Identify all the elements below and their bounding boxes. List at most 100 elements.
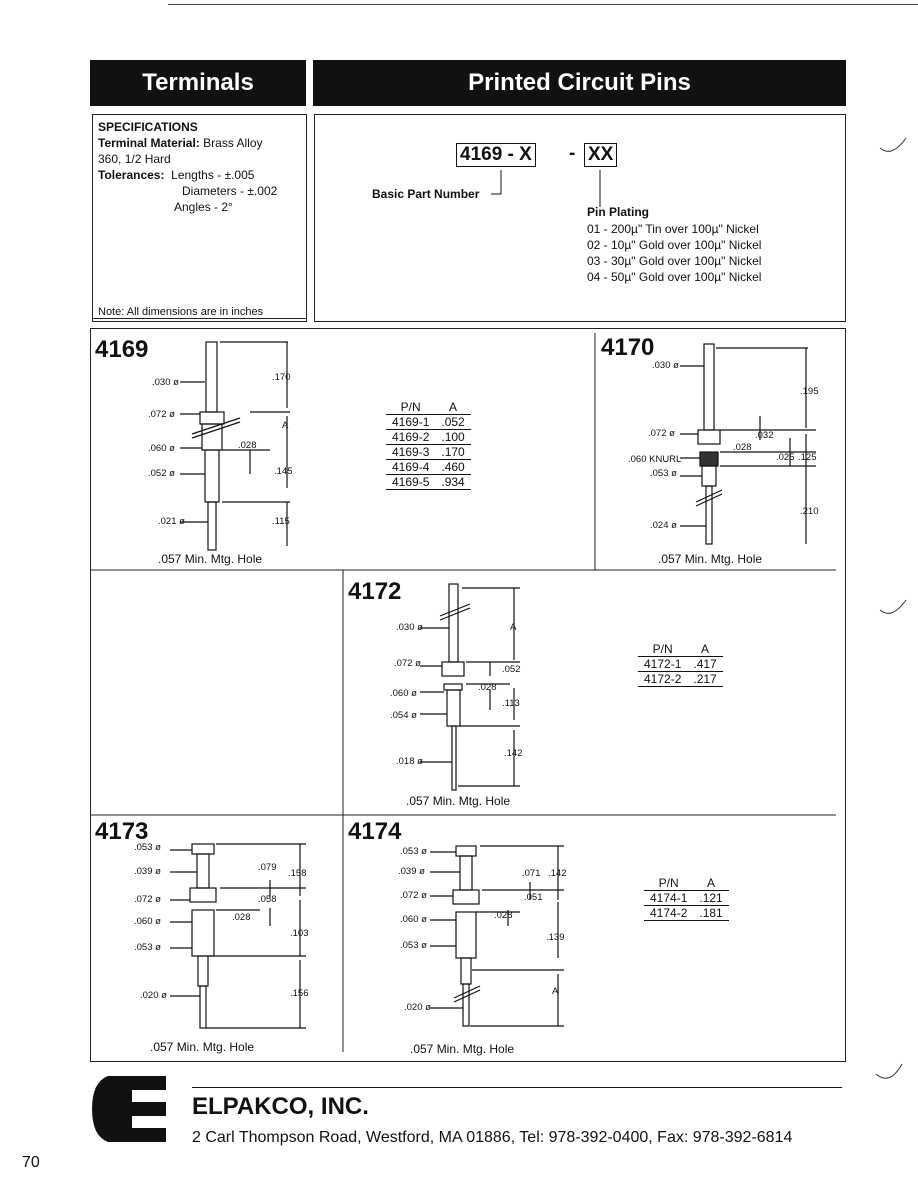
cell-a: .181 xyxy=(693,905,729,921)
dim-label: .072 ø xyxy=(148,409,175,420)
cell-a: .460 xyxy=(435,459,471,475)
pin-4173-drawing xyxy=(170,843,306,1029)
pin-4169-hole: .057 Min. Mtg. Hole xyxy=(158,552,263,566)
dim-label: .156 xyxy=(290,988,309,999)
pin-4169-drawing xyxy=(180,341,290,551)
dim-label: .052 xyxy=(502,664,521,675)
binder-mark-icon xyxy=(879,137,907,152)
dim-label: .103 xyxy=(290,928,309,939)
tol-lengths: Lengths - ±.005 xyxy=(171,168,255,182)
dim-label: .018 ø xyxy=(396,756,423,767)
col-pn-header: P/N xyxy=(638,642,688,657)
specifications-box: SPECIFICATIONS Terminal Material: Brass … xyxy=(92,114,307,322)
page-number: 70 xyxy=(22,1154,40,1171)
dim-label: .071 xyxy=(522,868,541,879)
pin-4174-hole: .057 Min. Mtg. Hole xyxy=(410,1042,515,1056)
dim-label: .058 xyxy=(258,894,277,905)
plating-option: 01 - 200µ" Tin over 100µ" Nickel xyxy=(587,222,759,236)
spec-heading: SPECIFICATIONS xyxy=(98,120,198,134)
material-value: Brass Alloy xyxy=(203,136,263,150)
cell-pn: 4169-3 xyxy=(386,444,436,460)
cell-pn: 4174-2 xyxy=(644,905,694,921)
tol-angles: Angles - 2° xyxy=(174,200,233,214)
dim-label: .072 ø xyxy=(394,658,421,669)
dim-label: .072 ø xyxy=(400,890,427,901)
dim-label: .025 xyxy=(776,452,795,463)
pin-4174-drawing xyxy=(430,845,564,1027)
cell-a: .417 xyxy=(687,656,723,672)
cell-a: .100 xyxy=(435,429,471,445)
plating-option: 04 - 50µ" Gold over 100µ" Nickel xyxy=(587,270,762,284)
dim-label: .020 ø xyxy=(404,1002,431,1013)
part-number-leaders xyxy=(491,170,601,207)
dim-label: .028 xyxy=(238,440,257,451)
table-row: 4169-1.052 xyxy=(386,414,471,430)
company-address: 2 Carl Thompson Road, Westford, MA 01886… xyxy=(192,1129,793,1146)
col-a-header: A xyxy=(693,876,729,891)
pin-4170-title: 4170 xyxy=(601,334,655,361)
part-suffix-box: XX xyxy=(584,143,618,167)
table-row: 4172-2.217 xyxy=(638,671,723,687)
dim-label: .158 xyxy=(288,868,307,879)
dim-label: .053 ø xyxy=(650,468,677,479)
pin-4170-drawing xyxy=(680,343,816,545)
note-rule xyxy=(93,318,306,319)
plating-option: 03 - 30µ" Gold over 100µ" Nickel xyxy=(587,254,762,268)
cell-pn: 4169-1 xyxy=(386,414,436,430)
cell-a: .121 xyxy=(693,890,729,906)
dim-label: .052 ø xyxy=(148,468,175,479)
dim-label: .170 xyxy=(272,372,291,383)
dim-label: A xyxy=(552,986,559,997)
cell-pn: 4172-2 xyxy=(638,671,688,687)
tolerances-label: Tolerances: xyxy=(98,168,165,182)
pin-4172-title: 4172 xyxy=(348,578,402,605)
col-a-header: A xyxy=(687,642,723,657)
pins-frame xyxy=(90,328,846,1062)
col-pn-header: P/N xyxy=(644,876,694,891)
dim-label: .139 xyxy=(546,932,565,943)
dim-label: .051 xyxy=(524,892,543,903)
table-row: 4169-2.100 xyxy=(386,429,471,445)
pin-4170-hole: .057 Min. Mtg. Hole xyxy=(658,552,763,566)
dim-label: .060 KNURL xyxy=(628,454,682,465)
dim-label: .028 xyxy=(494,910,513,921)
dim-label: .028 xyxy=(232,912,251,923)
pin-4172-drawing xyxy=(420,583,520,791)
pin-plating-label: Pin Plating xyxy=(587,205,650,219)
pin-4173-hole: .057 Min. Mtg. Hole xyxy=(150,1040,255,1054)
part-base-box: 4169 - X xyxy=(456,143,536,167)
col-a-header: A xyxy=(435,400,471,415)
dim-label: .030 ø xyxy=(152,377,179,388)
dim-label: .113 xyxy=(502,698,520,709)
footer-rule xyxy=(192,1087,842,1088)
material-value2: 360, 1/2 Hard xyxy=(98,152,171,166)
table-row: 4169-3.170 xyxy=(386,444,471,460)
table-row: 4169-5.934 xyxy=(386,474,471,490)
dim-label: .054 ø xyxy=(390,710,417,721)
cell-pn: 4174-1 xyxy=(644,890,694,906)
dim-label: .060 ø xyxy=(400,914,427,925)
dimensions-note: Note: All dimensions are in inches xyxy=(98,306,264,318)
plating-option: 02 - 10µ" Gold over 100µ" Nickel xyxy=(587,238,762,252)
table-row: 4174-1.121 xyxy=(644,890,729,906)
dim-label: .024 ø xyxy=(650,520,677,531)
dim-label: A xyxy=(510,622,517,633)
cell-pn: 4169-2 xyxy=(386,429,436,445)
dim-label: .021 ø xyxy=(158,516,185,527)
dim-label: .028 xyxy=(478,682,497,693)
dim-label: .053 ø xyxy=(134,842,161,853)
cell-a: .170 xyxy=(435,444,471,460)
top-rule xyxy=(168,4,918,5)
pin-4169-title: 4169 xyxy=(95,336,149,363)
header-printed-circuit-pins: Printed Circuit Pins xyxy=(313,60,846,106)
dim-label: .039 ø xyxy=(134,866,161,877)
cell-pn: 4169-5 xyxy=(386,474,436,490)
dim-label: .142 xyxy=(548,868,567,879)
dim-label: .079 xyxy=(258,862,277,873)
dim-label: .072 ø xyxy=(134,894,161,905)
dim-label: .030 ø xyxy=(396,622,423,633)
